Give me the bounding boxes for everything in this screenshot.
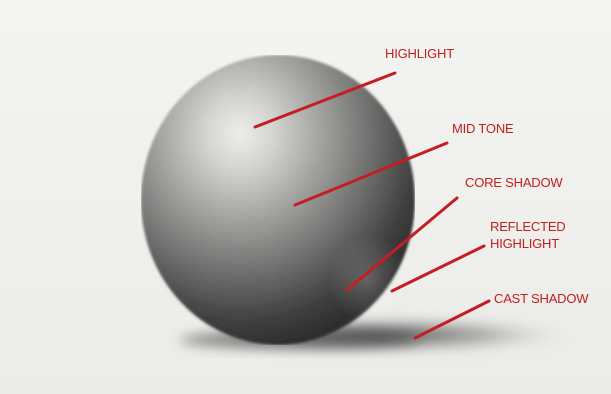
label-cast-shadow: CAST SHADOW <box>494 291 589 306</box>
sphere <box>141 55 415 345</box>
label-mid-tone: MID TONE <box>452 121 514 136</box>
label-reflected-highlight-line1: REFLECTED <box>490 219 566 234</box>
label-reflected-highlight-line2: HIGHLIGHT <box>490 236 559 251</box>
label-highlight: HIGHLIGHT <box>385 46 454 61</box>
label-core-shadow: CORE SHADOW <box>465 175 563 190</box>
